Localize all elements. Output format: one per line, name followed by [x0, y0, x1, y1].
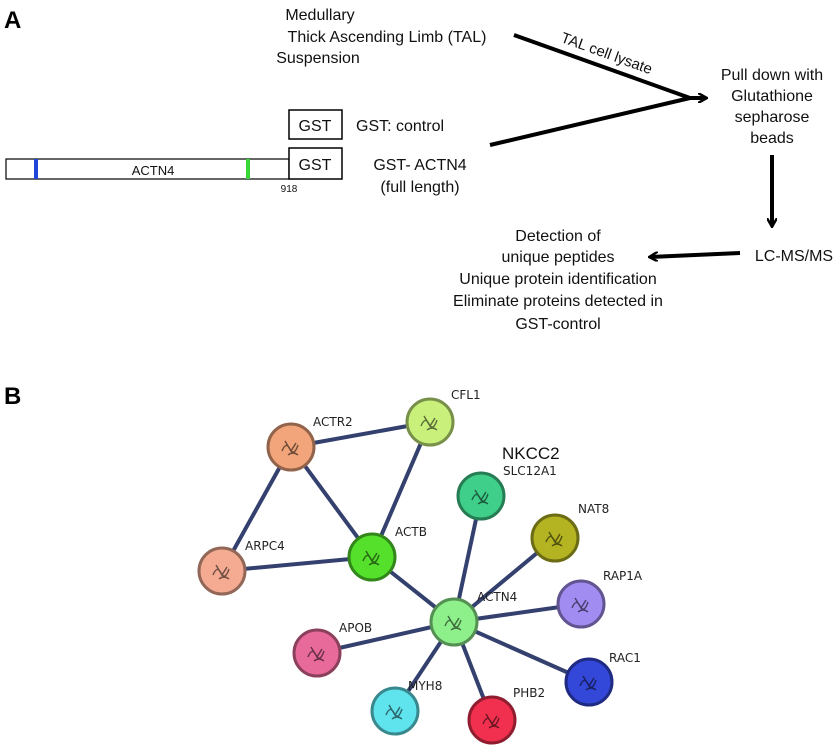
- detection-text: Detection of unique peptides Unique prot…: [453, 228, 663, 333]
- protein-structure-icon: [471, 489, 489, 505]
- protein-structure-icon: [444, 615, 462, 631]
- node-circle-actr2: [266, 422, 316, 472]
- detection-line-3: Unique protein identification: [459, 271, 656, 288]
- detection-line-2: unique peptides: [502, 249, 615, 266]
- protein-structure-icon: [281, 440, 299, 456]
- node-phb2: PHB2: [467, 686, 545, 745]
- node-circle-actn4: [429, 597, 479, 647]
- node-circle-actb: [347, 532, 397, 582]
- node-circle-arpc4: [197, 546, 247, 596]
- node-label-slc12a1: SLC12A1: [503, 464, 557, 478]
- node-label-phb2: PHB2: [513, 686, 545, 700]
- source-line-1: Medullary: [285, 7, 354, 24]
- actn4-blue-mark: [34, 159, 38, 179]
- panel-b-label: B: [4, 383, 21, 410]
- protein-structure-icon: [362, 550, 380, 566]
- lysate-line: [513, 33, 691, 100]
- gst-control-box: [288, 109, 343, 140]
- node-circle-cfl1: [405, 397, 455, 447]
- pulldown-line-1: Pull down with: [721, 67, 823, 84]
- source-line-2: Thick Ascending Limb (TAL): [288, 29, 487, 46]
- node-myh8: MYH8: [370, 679, 442, 736]
- node-label-actn4: ACTN4: [477, 590, 517, 604]
- node-nat8: NAT8: [530, 502, 609, 563]
- node-circle-rap1a: [556, 579, 606, 629]
- pulldown-line-3: sepharose: [735, 109, 810, 126]
- protein-structure-icon: [482, 713, 500, 729]
- actn4-green-mark: [246, 159, 250, 179]
- gst-actn4-line-2: (full length): [380, 179, 459, 196]
- node-circle-nat8: [530, 513, 580, 563]
- node-circle-phb2: [467, 695, 517, 745]
- node-circle-slc12a1: [456, 471, 506, 521]
- lcms-label: LC-MS/MS: [755, 248, 833, 265]
- pulldown-text: Pull down with Glutathione sepharose bea…: [721, 67, 823, 147]
- node-actb: ACTB: [347, 525, 427, 582]
- node-label-apob: APOB: [339, 621, 372, 635]
- node-label-cfl1: CFL1: [451, 388, 481, 402]
- nkcc2-label: NKCC2: [502, 444, 560, 463]
- source-line-3: Suspension: [276, 50, 360, 67]
- node-label-actr2: ACTR2: [313, 415, 353, 429]
- detection-line-1: Detection of: [515, 228, 601, 245]
- node-actr2: ACTR2: [266, 415, 353, 472]
- pulldown-line-2: Glutathione: [731, 88, 813, 105]
- node-label-myh8: MYH8: [408, 679, 442, 693]
- node-apob: APOB: [292, 621, 372, 678]
- protein-structure-icon: [307, 646, 325, 662]
- gst-actn4-line-1: GST- ACTN4: [373, 157, 466, 174]
- detection-line-5: GST-control: [515, 316, 600, 333]
- node-cfl1: CFL1: [405, 388, 481, 447]
- gst-fusion-box-label: GST: [299, 157, 332, 174]
- node-rac1: RAC1: [564, 651, 641, 707]
- residue-label: 918: [281, 184, 298, 195]
- gst-control-label: GST: control: [356, 118, 444, 135]
- detection-line-4: Eliminate proteins detected in: [453, 293, 663, 310]
- node-actn4: ACTN4: [429, 590, 517, 647]
- node-label-rap1a: RAP1A: [603, 569, 643, 583]
- gst-line: [489, 96, 691, 147]
- node-rap1a: RAP1A: [556, 569, 643, 629]
- node-slc12a1: SLC12A1: [456, 464, 557, 521]
- detection-arrow: [650, 251, 741, 257]
- edge-arpc4-actb: [221, 555, 373, 573]
- protein-structure-icon: [212, 564, 230, 580]
- gst-fusion-box: [288, 147, 343, 180]
- node-label-arpc4: ARPC4: [245, 539, 285, 553]
- gst-control-box-label: GST: [299, 118, 332, 135]
- protein-structure-icon: [385, 704, 403, 720]
- node-arpc4: ARPC4: [197, 539, 285, 596]
- node-label-nat8: NAT8: [578, 502, 609, 516]
- node-circle-apob: [292, 628, 342, 678]
- edge-actn4-rac1: [453, 620, 590, 684]
- node-circle-myh8: [370, 686, 420, 736]
- node-circle-rac1: [564, 657, 614, 707]
- node-label-actb: ACTB: [395, 525, 427, 539]
- protein-structure-icon: [579, 675, 597, 691]
- protein-structure-icon: [420, 415, 438, 431]
- panel-a-label: A: [4, 7, 21, 34]
- protein-structure-icon: [545, 531, 563, 547]
- node-label-rac1: RAC1: [609, 651, 641, 665]
- actn4-bar-label: ACTN4: [132, 163, 175, 178]
- pulldown-line-4: beads: [750, 130, 794, 147]
- lysate-label: TAL cell lysate: [559, 29, 655, 78]
- protein-structure-icon: [571, 597, 589, 613]
- tal-source-text: Medullary Thick Ascending Limb (TAL) Sus…: [276, 7, 486, 67]
